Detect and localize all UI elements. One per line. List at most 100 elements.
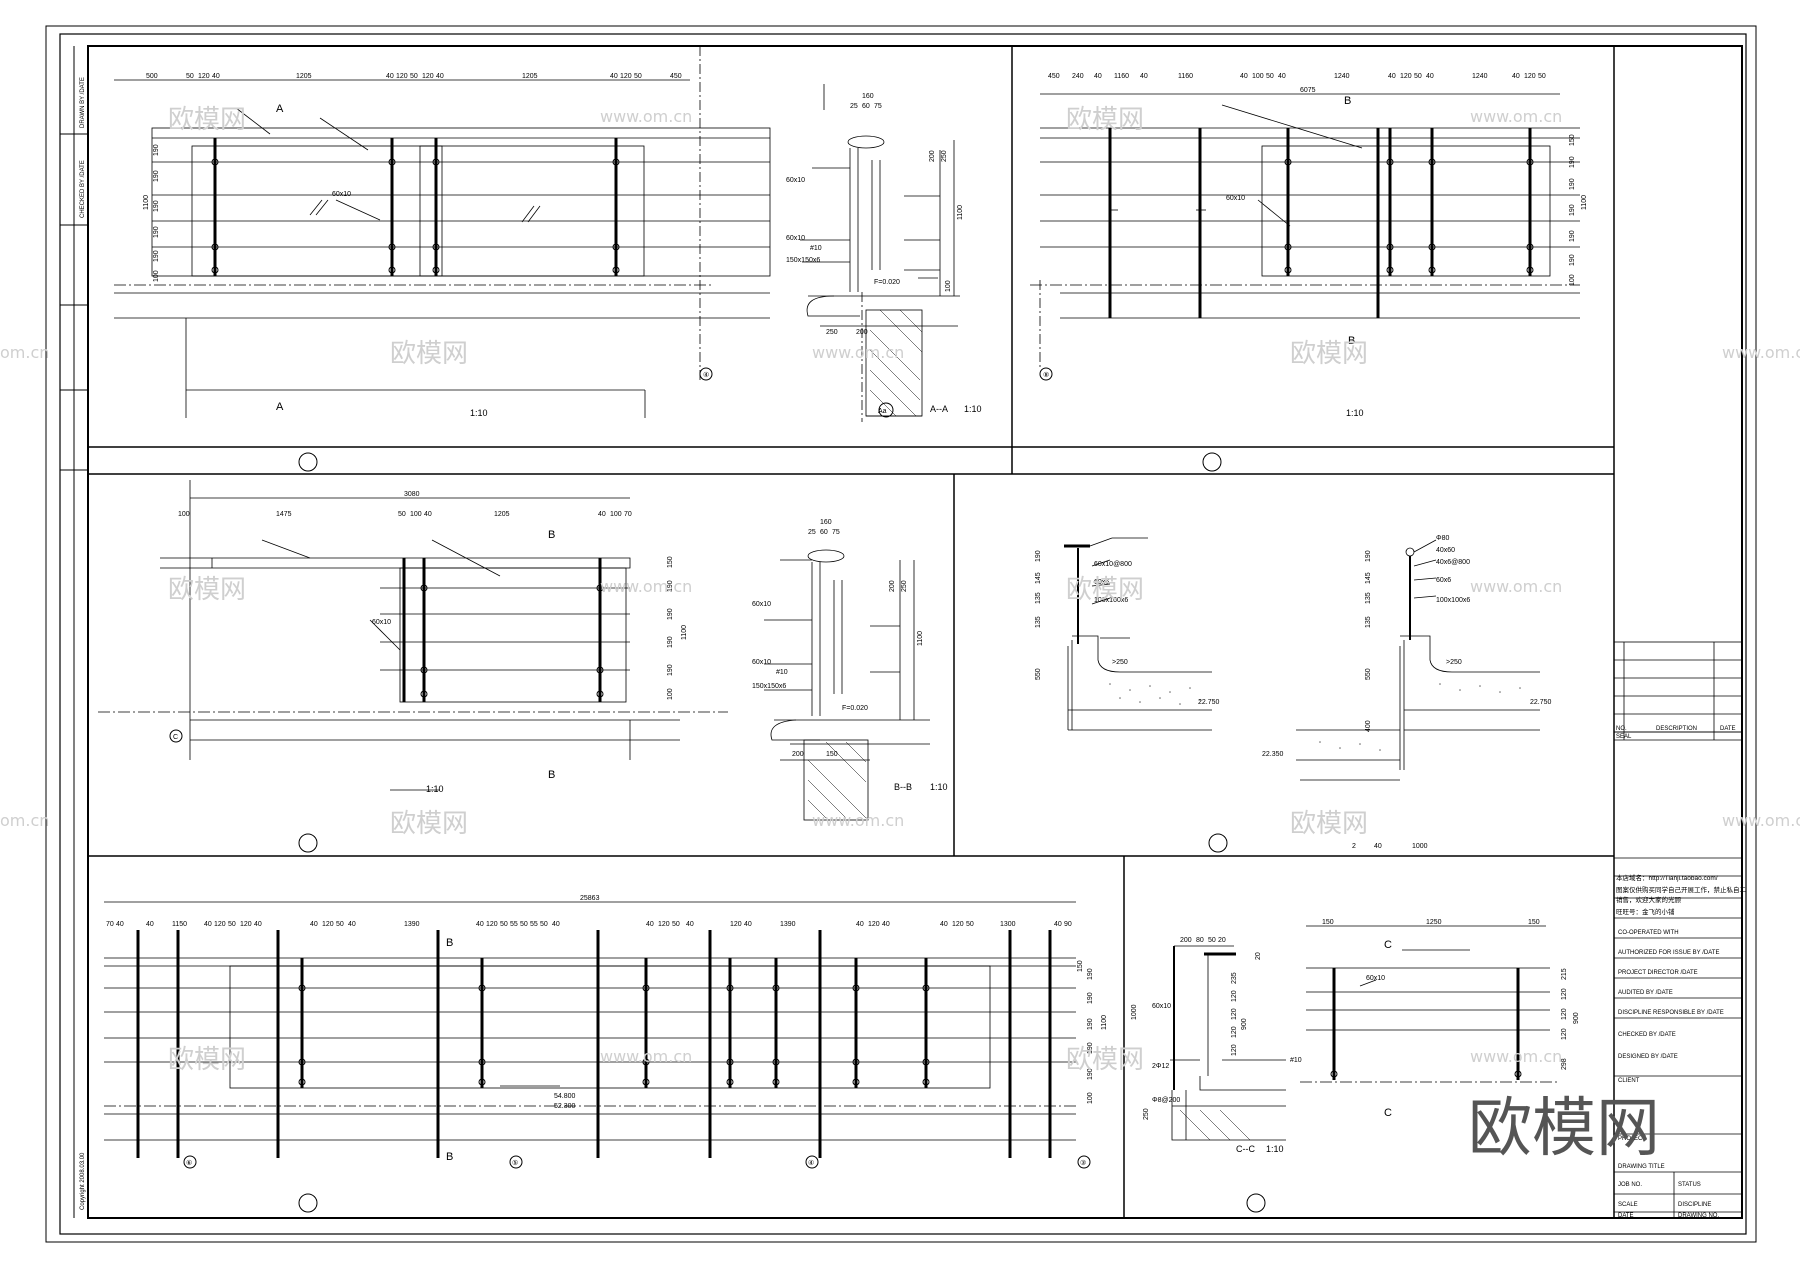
- wm-logo-7: 欧模网: [390, 809, 468, 839]
- ml-v100: 100: [667, 688, 674, 700]
- bl-d120h: 120: [952, 921, 964, 928]
- bl-level1: 54.800: [554, 1093, 576, 1100]
- outer-border: [45, 25, 1757, 1243]
- tr-1240: 1240: [1334, 73, 1350, 80]
- dim-120d: 120: [620, 73, 632, 80]
- scale-top-left: 1:10: [470, 408, 488, 418]
- cc-note2: #10: [1290, 1057, 1302, 1064]
- bb-25: 25: [808, 529, 816, 536]
- bb-250: 250: [901, 580, 908, 592]
- d2-v145: 145: [1365, 572, 1372, 584]
- bl-d40j: 40: [686, 921, 694, 928]
- cc-250: 250: [1143, 1108, 1150, 1120]
- tr-mark-top: B: [1344, 95, 1351, 107]
- bl-d50b: 50: [336, 921, 344, 928]
- tr-pipe: 60x10: [1226, 195, 1245, 202]
- bl-d40o: 40: [1054, 921, 1062, 928]
- d2-v400: 400: [1365, 720, 1372, 732]
- wm-url-1: www.om.cn: [600, 107, 692, 126]
- wm-url-5: www.om.cn: [1470, 577, 1562, 596]
- bl-d120d: 120: [486, 921, 498, 928]
- bl-d40g: 40: [476, 921, 484, 928]
- wm-url-cut-1: om.cn: [0, 343, 49, 362]
- aa-25: 25: [850, 103, 858, 110]
- bl-d120g: 120: [868, 921, 880, 928]
- aa-note4: 150x150x6: [786, 257, 820, 264]
- tb-project-director: PROJECT DIRECTOR /DATE: [1618, 970, 1698, 976]
- wm-url-7: www.om.cn: [600, 1047, 692, 1066]
- d1-level: 22.750: [1198, 699, 1220, 706]
- bl-d1300: 1300: [1000, 921, 1016, 928]
- d2-level1: 22.750: [1530, 699, 1552, 706]
- d1-v190: 190: [1035, 550, 1042, 562]
- aa-250: 250: [941, 150, 948, 162]
- d1-note4: >250: [1112, 659, 1128, 666]
- bb-75: 75: [832, 529, 840, 536]
- tr-240: 240: [1072, 73, 1084, 80]
- d2-level2: 22.350: [1262, 751, 1284, 758]
- tb-status: STATUS: [1678, 1182, 1701, 1188]
- tr-1240b: 1240: [1472, 73, 1488, 80]
- strip-drawn: DRAWN BY /DATE: [80, 77, 86, 128]
- aa-200b: 200: [856, 329, 868, 336]
- tb-date: DATE: [1618, 1213, 1634, 1219]
- aa-title: A--A: [930, 404, 948, 414]
- ml-total: 3080: [404, 491, 420, 498]
- wm-logo-6: 欧模网: [1066, 575, 1144, 605]
- tr-40d: 40: [1278, 73, 1286, 80]
- br-150b: 150: [1528, 919, 1540, 926]
- bl-d40k: 40: [744, 921, 752, 928]
- ml-100: 100: [178, 511, 190, 518]
- aa-160: 160: [862, 93, 874, 100]
- d2-note2: 40x6@800: [1436, 559, 1470, 566]
- aa-75: 75: [874, 103, 882, 110]
- bl-d40b: 40: [146, 921, 154, 928]
- aa-100: 100: [945, 280, 952, 292]
- inner-border: [59, 33, 1747, 1235]
- cc-120c: 120: [1231, 1026, 1238, 1038]
- d2-note5: >250: [1446, 659, 1462, 666]
- tr-40: 40: [1094, 73, 1102, 80]
- tb-designed: DESIGNED BY /DATE: [1618, 1054, 1678, 1060]
- tb-drawing-title: DRAWING TITLE: [1618, 1164, 1665, 1170]
- elevation-top-left: 500 50 120 40 1205 40 120 50 120 40 1205…: [114, 46, 771, 418]
- cc-80: 80: [1196, 937, 1204, 944]
- tr-120b: 120: [1524, 73, 1536, 80]
- wm-logo-9: 欧模网: [168, 1045, 246, 1075]
- tr-50: 50: [1266, 73, 1274, 80]
- d1-v145: 145: [1035, 572, 1042, 584]
- dim-50: 50: [186, 73, 194, 80]
- ml-pipe: 60x10: [372, 619, 391, 626]
- ml-height: 1100: [681, 625, 688, 640]
- cc-note4: Φ8@200: [1152, 1097, 1180, 1104]
- d1-note3: 100x100x6: [1094, 597, 1128, 604]
- ml-70: 70: [624, 511, 632, 518]
- ml-40: 40: [424, 511, 432, 518]
- bl-d40i: 40: [646, 921, 654, 928]
- bb-level: F=0.020: [842, 705, 868, 712]
- strip-copyright: Copyright 2008.03.00: [80, 1152, 86, 1210]
- ml-v190c: 190: [667, 636, 674, 648]
- dim-120: 120: [198, 73, 210, 80]
- dim-1205: 1205: [296, 73, 312, 80]
- aa-note2: 60x10: [786, 235, 805, 242]
- wm-logo-2: 欧模网: [1066, 105, 1144, 135]
- aa-250b: 250: [826, 329, 838, 336]
- bl-d40n: 40: [940, 921, 948, 928]
- dim-120b: 120: [396, 73, 408, 80]
- bl-v190d: 190: [1087, 1042, 1094, 1054]
- pipe-note: 60x10: [332, 191, 351, 198]
- cc-note1: 60x10: [1152, 1003, 1171, 1010]
- height-1100: 1100: [143, 195, 150, 210]
- wm-url-4: www.om.cn: [600, 577, 692, 596]
- elevation-top-right: 6075 450 240 40 1160 40 1160 40 100 50 4…: [1030, 73, 1588, 418]
- aa-note3: #10: [810, 245, 822, 252]
- tr-scale: 1:10: [1346, 408, 1364, 418]
- cc-title: C--C: [1236, 1144, 1255, 1154]
- axis-4: ④: [703, 371, 709, 379]
- tr-height: 1100: [1581, 195, 1588, 210]
- aa-scale: 1:10: [964, 404, 982, 414]
- bl-d1390b: 1390: [780, 921, 796, 928]
- tr-50b: 50: [1414, 73, 1422, 80]
- tr-40g: 40: [1512, 73, 1520, 80]
